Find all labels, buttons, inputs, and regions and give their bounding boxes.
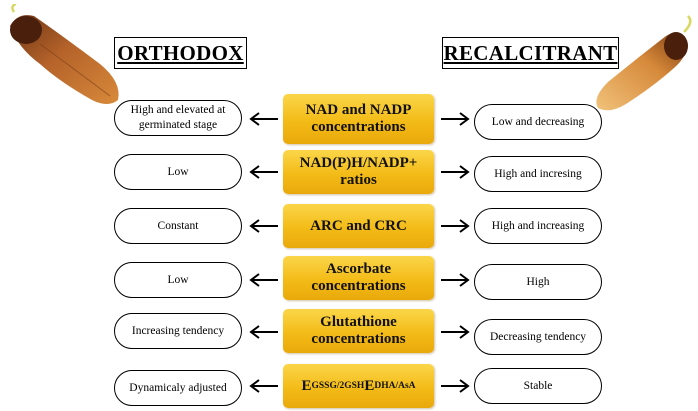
orthodox-value-redox-potential: Dynamicaly adjusted bbox=[114, 370, 242, 406]
arrow-left-icon bbox=[249, 165, 278, 179]
parameter-arc-crc: ARC and CRC bbox=[283, 204, 434, 248]
recalcitrant-header: RECALCITRANT bbox=[442, 37, 619, 69]
arrow-left-icon bbox=[249, 273, 278, 287]
orthodox-value-ratios: Low bbox=[114, 154, 242, 190]
orthodox-value-nad-nadp: High and elevated at germinated stage bbox=[114, 100, 242, 136]
recalcitrant-value-nad-nadp: Low and decreasing bbox=[474, 104, 602, 140]
recalcitrant-value-ratios: High and incresing bbox=[474, 156, 602, 192]
recalcitrant-value-ascorbate: High bbox=[474, 264, 602, 300]
arrow-right-icon bbox=[441, 112, 470, 126]
arrow-right-icon bbox=[441, 325, 470, 339]
parameter-ratios: NAD(P)H/NADP+ ratios bbox=[283, 150, 434, 194]
parameter-glutathione: Glutathione concentrations bbox=[283, 309, 434, 353]
arrow-right-icon bbox=[441, 165, 470, 179]
arrow-left-icon bbox=[249, 325, 278, 339]
parameter-nad-nadp: NAD and NADP concentrations bbox=[283, 94, 434, 144]
arrow-right-icon bbox=[441, 219, 470, 233]
orthodox-value-arc-crc: Constant bbox=[114, 208, 242, 244]
recalcitrant-value-arc-crc: High and increasing bbox=[474, 208, 602, 244]
arrow-right-icon bbox=[441, 379, 470, 393]
parameter-ascorbate: Ascorbate concentrations bbox=[283, 256, 434, 300]
maple-seed-left-image bbox=[10, 4, 119, 104]
recalcitrant-value-redox-potential: Stable bbox=[474, 368, 602, 404]
arrow-left-icon bbox=[249, 219, 278, 233]
arrow-left-icon bbox=[249, 379, 278, 393]
recalcitrant-value-glutathione: Decreasing tendency bbox=[474, 319, 602, 355]
orthodox-value-glutathione: Increasing tendency bbox=[114, 313, 242, 349]
orthodox-header: ORTHODOX bbox=[114, 37, 247, 69]
orthodox-value-ascorbate: Low bbox=[114, 262, 242, 298]
maple-seed-right-image bbox=[596, 15, 692, 111]
arrow-left-icon bbox=[249, 112, 278, 126]
arrow-right-icon bbox=[441, 273, 470, 287]
